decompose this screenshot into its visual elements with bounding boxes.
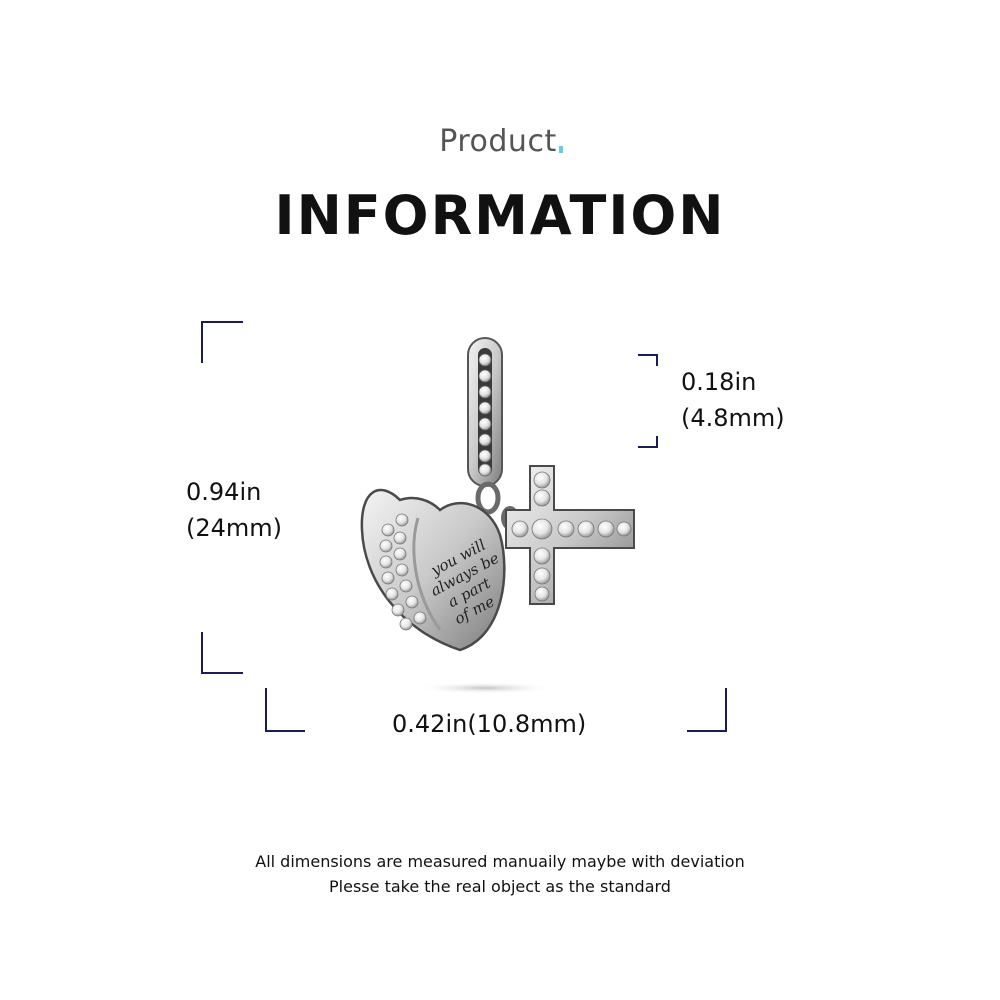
subtitle: Product [0,124,1000,167]
height-mm: (24mm) [186,514,283,542]
heart-charm: you will always be a part of me [360,488,506,652]
bracket-top-left [201,321,243,363]
subtitle-underline [558,146,563,153]
width-label: 0.42in(10.8mm) [392,710,587,738]
charm-bail [467,337,503,487]
height-label: 0.94in (24mm) [186,474,282,546]
wing-gems [379,513,427,631]
bracket-width-right [687,688,727,732]
bracket-bottom-left [201,632,243,674]
page-title: INFORMATION [274,184,726,247]
subtitle-text: Product [439,124,557,159]
height-in: 0.94in [186,478,262,506]
jump-ring [475,481,501,515]
bracket-width-left [265,688,305,732]
charm-shadow [415,682,555,694]
bail-mm: (4.8mm) [681,404,785,432]
bail-label: 0.18in (4.8mm) [681,364,785,436]
cross-charm [505,465,635,605]
bracket-bail-top [638,354,658,366]
footer-note-2: Plesse take the real object as the stand… [329,877,671,896]
footer-note-1: All dimensions are measured manuaily may… [255,852,745,871]
bracket-bail-bottom [638,436,658,448]
bail-in: 0.18in [681,368,757,396]
charm-illustration: you will always be a part of me [360,337,635,694]
